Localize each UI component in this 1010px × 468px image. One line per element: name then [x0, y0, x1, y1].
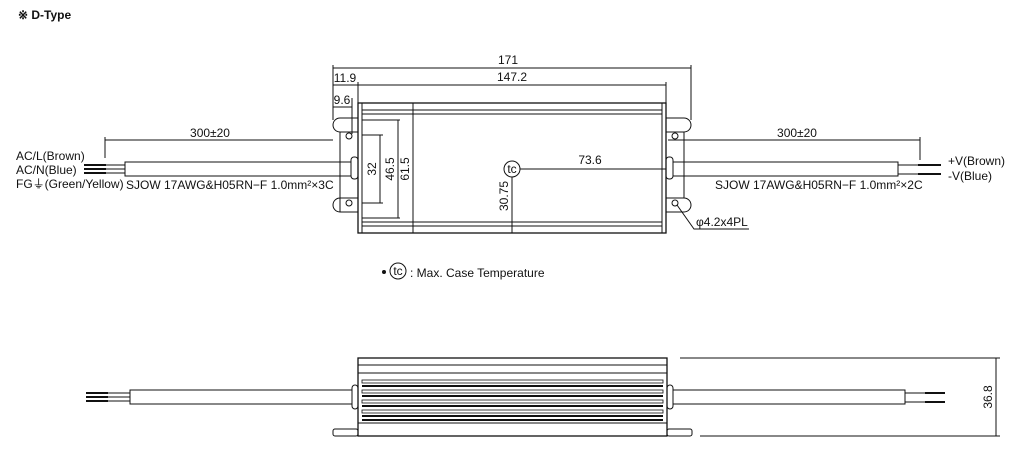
tc-label: tc — [507, 162, 516, 176]
dim-cable-left: 300±20 — [190, 126, 230, 140]
legend-text: : Max. Case Temperature — [410, 266, 545, 280]
dim-height: 36.8 — [981, 385, 995, 409]
tc-legend: tc : Max. Case Temperature — [382, 262, 545, 280]
dim-46-5: 46.5 — [383, 157, 397, 181]
output-cable-spec: SJOW 17AWG&H05RN−F 1.0mm²×2C — [715, 178, 923, 192]
input-cable-spec: SJOW 17AWG&H05RN−F 1.0mm²×3C — [126, 178, 334, 192]
right-flange — [666, 117, 692, 213]
wire-label-acn: AC/N(Blue) — [16, 163, 77, 177]
wire-label-fg: FG⏚(Green/Yellow) — [16, 177, 124, 191]
dim-overall-length: 171 — [498, 53, 518, 67]
dim-32: 32 — [365, 162, 379, 176]
hole-spec: φ4.2x4PL — [696, 215, 748, 229]
side-view: 36.8 — [86, 357, 1000, 437]
dim-body-length: 147.2 — [497, 70, 527, 84]
dim-slot: 9.6 — [334, 93, 351, 107]
heatsink-fins — [361, 379, 664, 421]
left-flange — [332, 117, 358, 213]
legend-symbol: tc — [393, 264, 402, 278]
input-wire-ends — [84, 164, 125, 174]
mounting-hole-icon — [345, 132, 679, 207]
wire-label-vminus: -V(Blue) — [948, 169, 992, 183]
dim-tc-y: 30.75 — [497, 181, 511, 211]
section-title: ※ D-Type — [18, 8, 71, 22]
output-cable — [672, 161, 899, 177]
output-wire-ends — [898, 164, 941, 175]
wire-label-acl: AC/L(Brown) — [16, 149, 85, 163]
dim-cable-right: 300±20 — [777, 126, 817, 140]
input-cable — [124, 161, 352, 177]
dim-flange: 11.9 — [334, 71, 357, 85]
top-view: 171 147.2 11.9 9.6 300±20 300±20 32 46.5… — [16, 53, 1005, 234]
dim-61-5: 61.5 — [398, 157, 412, 181]
wire-label-vplus: +V(Brown) — [948, 154, 1005, 168]
dim-tc-x: 73.6 — [578, 153, 602, 167]
